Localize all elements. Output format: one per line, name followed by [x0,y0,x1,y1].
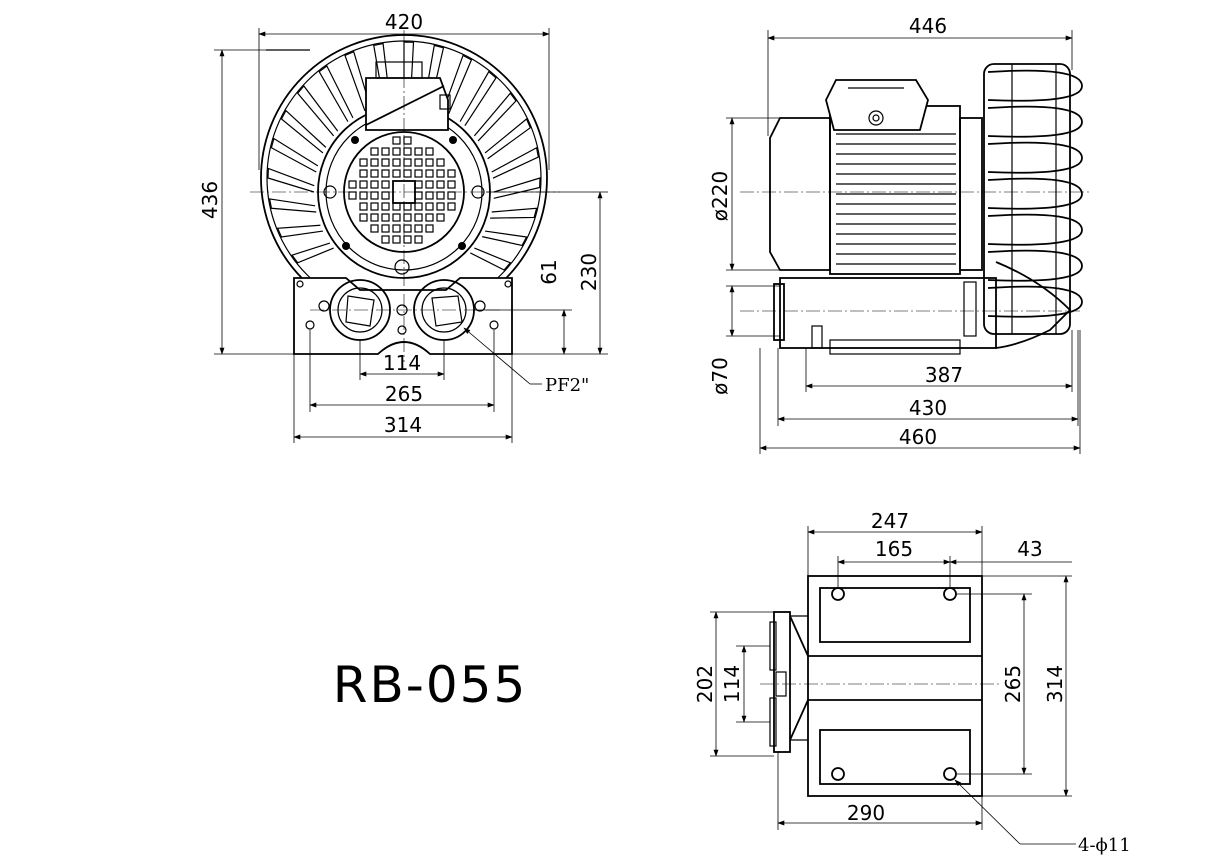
dim-247: 247 [871,509,909,533]
dim-bottom-314: 314 [1043,665,1067,703]
motor-fins [836,133,956,265]
dim-460: 460 [899,425,937,449]
dim-165: 165 [875,537,913,561]
fan-cage [983,63,1083,335]
dim-420: 420 [385,10,423,34]
dim-bottom-265: 265 [1001,665,1025,703]
dim-114: 114 [383,351,421,375]
model-title: RB-055 [333,656,528,714]
dim-bottom-114: 114 [720,665,744,703]
port-thread-label: PF2" [545,375,589,396]
side-view: 446 ø220 ø70 387 430 460 [708,14,1092,454]
dim-436: 436 [198,181,222,219]
dim-motor-diameter: ø220 [708,171,732,221]
dim-port-diameter: ø70 [708,357,732,395]
bottom-view: 247 165 43 202 114 265 314 290 [693,509,1131,856]
dim-430: 430 [909,396,947,420]
dim-43: 43 [1017,537,1042,561]
dim-61: 61 [537,259,561,284]
cooling-fins [267,41,541,271]
holes-label: 4-ϕ11 [1078,835,1131,856]
dim-265: 265 [385,382,423,406]
dim-230: 230 [577,253,601,291]
dim-387: 387 [925,363,963,387]
front-view: 420 436 230 61 114 265 314 PF2" [198,10,608,443]
dim-290: 290 [847,801,885,825]
dim-446: 446 [909,14,947,38]
dim-202: 202 [693,665,717,703]
dim-314: 314 [384,413,422,437]
